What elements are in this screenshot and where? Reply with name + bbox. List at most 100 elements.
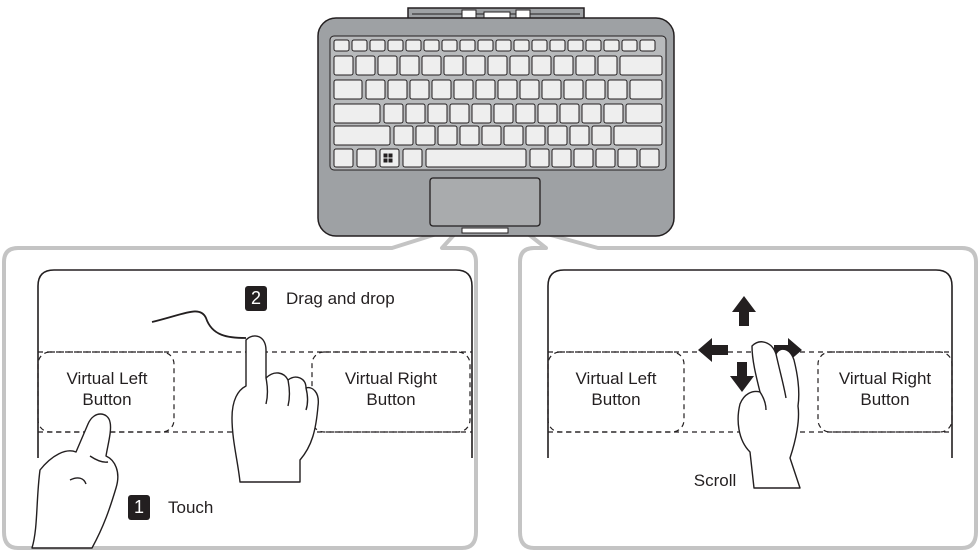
left-virtual-right-line2: Button <box>366 390 416 409</box>
keyboard-key <box>547 125 568 146</box>
left-virtual-right-line1: Virtual Right <box>344 369 438 388</box>
keyboard-key <box>591 125 612 146</box>
keyboard-key <box>393 125 414 146</box>
keyboard-key <box>531 39 548 52</box>
keyboard-key <box>617 148 638 168</box>
keyboard-key <box>477 39 494 52</box>
right-virtual-right-line1: Virtual Right <box>838 369 932 388</box>
right-virtual-right-line2: Button <box>860 390 910 409</box>
keyboard-key <box>481 125 502 146</box>
keyboard-key <box>509 55 530 76</box>
keyboard-key <box>405 103 426 124</box>
keyboard-touchpad <box>429 177 541 227</box>
left-virtual-left-line2: Button <box>82 390 132 409</box>
right-virtual-right-label: Virtual Right Button <box>818 368 952 410</box>
touch-label: Touch <box>168 498 214 517</box>
keyboard-key <box>459 39 476 52</box>
keyboard-key <box>383 103 404 124</box>
step-1-badge: 1 <box>128 495 150 520</box>
left-virtual-left-line1: Virtual Left <box>66 369 148 388</box>
keyboard-key <box>581 103 602 124</box>
scroll-label: Scroll <box>693 471 737 490</box>
keyboard-key <box>613 125 663 146</box>
keyboard-key <box>405 39 422 52</box>
keyboard-key <box>453 79 474 100</box>
keyboard-key <box>639 39 656 52</box>
keyboard-key <box>415 125 436 146</box>
keyboard-key <box>475 79 496 100</box>
keyboard-key <box>549 39 566 52</box>
arrow-right-icon <box>774 338 802 362</box>
keyboard-key <box>356 148 377 168</box>
keyboard-key <box>471 103 492 124</box>
keyboard-key <box>333 103 381 124</box>
keyboard-key <box>333 79 363 100</box>
keyboard-key <box>597 55 618 76</box>
right-virtual-left-label: Virtual Left Button <box>548 368 684 410</box>
arrow-left-icon <box>698 338 728 362</box>
keyboard-key <box>625 103 663 124</box>
left-virtual-right-label: Virtual Right Button <box>312 368 470 410</box>
keyboard-key <box>553 55 574 76</box>
keyboard-key <box>607 79 628 100</box>
keyboard-key <box>575 55 596 76</box>
right-virtual-right-zone <box>817 351 953 433</box>
keyboard-key <box>629 79 663 100</box>
keyboard-key <box>569 125 590 146</box>
keyboard-key <box>559 103 580 124</box>
keyboard-key <box>399 55 420 76</box>
scroll-hand-icon <box>737 341 801 489</box>
keyboard-keys <box>333 39 663 168</box>
left-virtual-left-label: Virtual Left Button <box>40 368 174 410</box>
keyboard-dock <box>317 7 675 237</box>
drag-path <box>151 310 247 339</box>
keyboard-key <box>365 79 386 100</box>
keyboard-key <box>355 55 376 76</box>
keyboard-key <box>465 55 486 76</box>
keyboard-key <box>495 39 512 52</box>
right-virtual-left-line1: Virtual Left <box>575 369 657 388</box>
keyboard-key <box>449 103 470 124</box>
drag-hand-icon <box>231 335 320 483</box>
keyboard-key <box>333 125 391 146</box>
keyboard-key <box>402 148 423 168</box>
keyboard-key <box>529 148 550 168</box>
right-touchpad <box>547 269 953 458</box>
arrow-down-icon <box>730 362 754 392</box>
keyboard-key <box>595 148 616 168</box>
keyboard-key <box>387 39 404 52</box>
keyboard-key <box>423 39 440 52</box>
keyboard-key <box>503 125 524 146</box>
keyboard-key <box>459 125 480 146</box>
step-2-badge: 2 <box>245 286 267 311</box>
keyboard-key <box>603 39 620 52</box>
keyboard-key <box>619 55 663 76</box>
keyboard-key <box>333 55 354 76</box>
keyboard-key <box>603 103 624 124</box>
keyboard-key <box>563 79 584 100</box>
keyboard-key <box>379 148 400 168</box>
keyboard-key <box>333 39 350 52</box>
keyboard-key <box>515 103 536 124</box>
keyboard-key <box>621 39 638 52</box>
keyboard-key <box>497 79 518 100</box>
keyboard-key <box>513 39 530 52</box>
arrow-up-icon <box>732 296 756 326</box>
keyboard-key <box>493 103 514 124</box>
keyboard-key <box>425 148 527 168</box>
keyboard-key <box>537 103 558 124</box>
keyboard-key <box>431 79 452 100</box>
keyboard-key <box>409 79 430 100</box>
keyboard-key <box>333 148 354 168</box>
windows-key-icon <box>383 153 393 163</box>
keyboard-key <box>585 39 602 52</box>
keyboard-key <box>427 103 448 124</box>
keyboard-key <box>567 39 584 52</box>
keyboard-key <box>421 55 442 76</box>
keyboard-key <box>377 55 398 76</box>
keyboard-front-latch <box>461 227 509 234</box>
keyboard-key <box>541 79 562 100</box>
right-virtual-left-zone <box>547 351 685 433</box>
keyboard-key <box>441 39 458 52</box>
right-virtual-left-line2: Button <box>591 390 641 409</box>
